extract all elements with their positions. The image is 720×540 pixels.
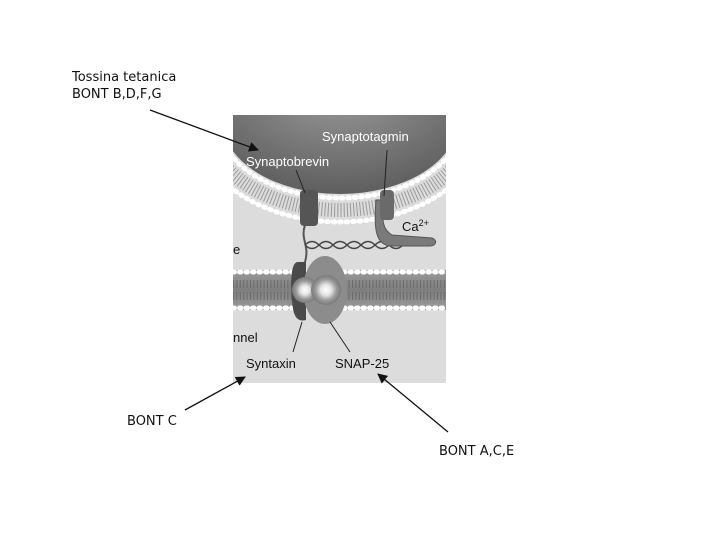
e-fragment-label: e (233, 242, 240, 257)
snap25-leader (329, 321, 351, 353)
arrow-to-synaptobrevin (149, 109, 259, 152)
calcium-label: Ca2+ (402, 218, 429, 234)
synaptobrevin-protein (300, 190, 318, 263)
snap25-label: SNAP-25 (335, 356, 389, 371)
toxin-label-line1: Tossina tetanica (72, 70, 177, 85)
bont-ace-label: BONT A,C,E (439, 444, 515, 459)
arrow-to-snap25 (377, 373, 449, 433)
synaptobrevin-label: Synaptobrevin (246, 154, 329, 169)
channel-fragment-label: nnel (233, 330, 258, 345)
synaptic-vesicle (233, 115, 446, 225)
syntaxin-label: Syntaxin (246, 356, 296, 371)
toxin-label-line2: BONT B,D,F,G (72, 87, 162, 102)
syntaxin-leader (292, 321, 303, 353)
arrow-to-syntaxin (184, 376, 246, 411)
bont-c-label: BONT C (127, 414, 177, 429)
synaptotagmin-label: Synaptotagmin (322, 129, 409, 144)
figure-panel: Synaptotagmin Synaptobrevin Ca2+ Syntaxi… (233, 115, 446, 383)
synaptobrevin-leader (295, 169, 306, 194)
synaptotagmin-leader (383, 149, 388, 197)
snap25-protein (292, 256, 347, 324)
synaptotagmin-protein (374, 190, 437, 247)
